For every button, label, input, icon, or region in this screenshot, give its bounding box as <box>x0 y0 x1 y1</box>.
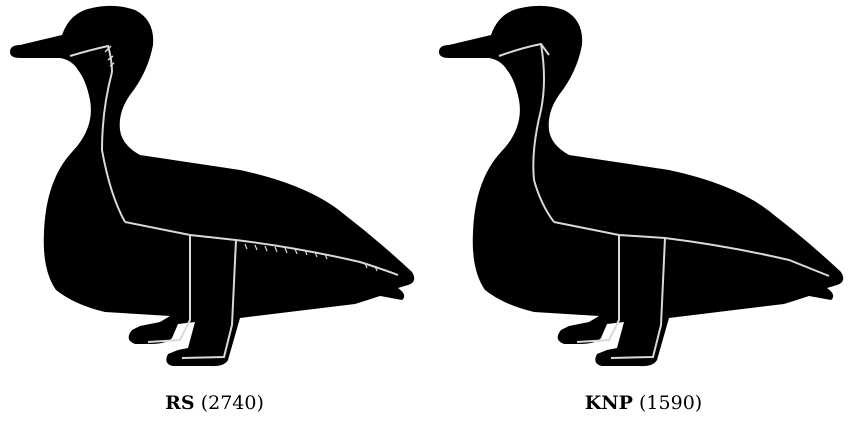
count-label: (1590) <box>639 392 702 414</box>
method-label: RS <box>165 392 195 414</box>
duck-body-rs <box>10 6 414 366</box>
count-label: (2740) <box>201 392 264 414</box>
caption-knp: KNP (1590) <box>429 392 858 414</box>
duck-silhouette-knp <box>429 0 858 375</box>
method-label: KNP <box>585 392 633 414</box>
panel-knp: KNP (1590) <box>429 0 858 423</box>
duck-silhouette-rs <box>0 0 429 375</box>
panel-rs: RS (2740) <box>0 0 429 423</box>
caption-rs: RS (2740) <box>0 392 429 414</box>
duck-body-knp <box>439 6 843 366</box>
